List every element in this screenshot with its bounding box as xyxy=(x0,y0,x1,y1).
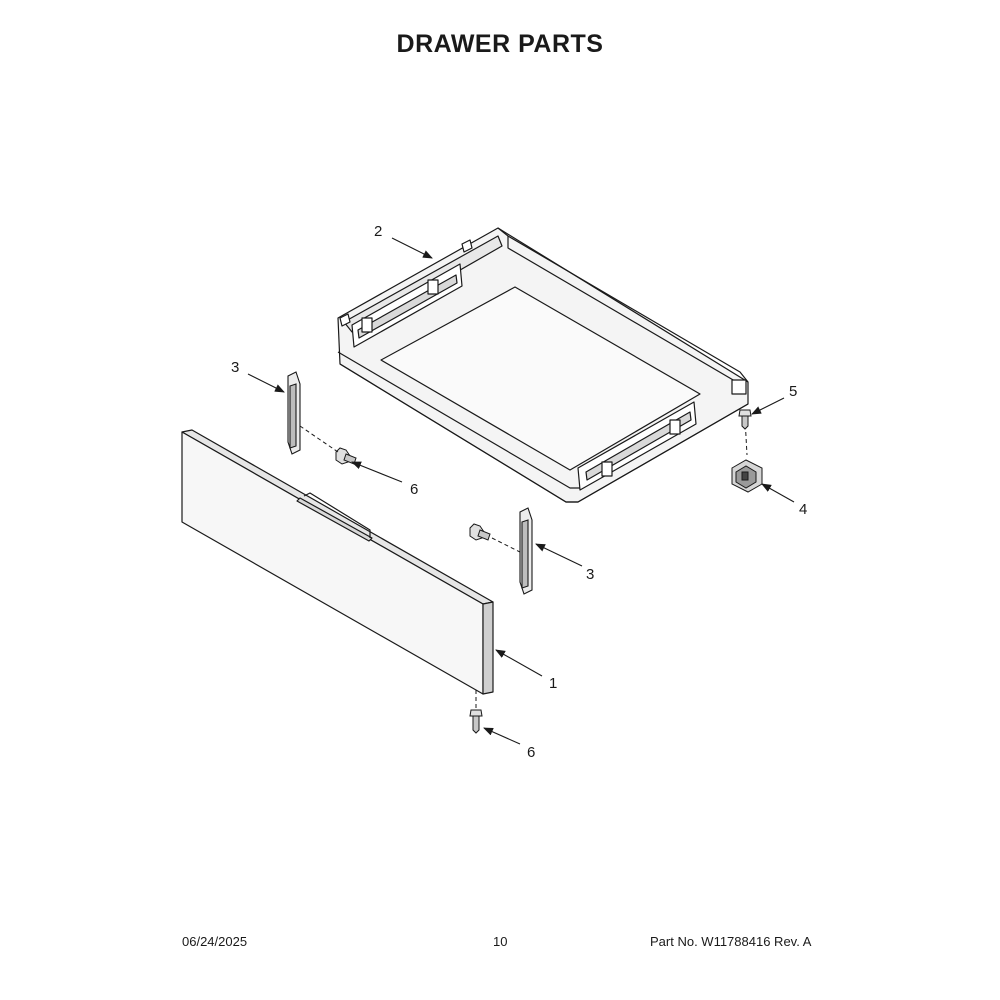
upper-screw xyxy=(335,447,357,465)
footer-date: 06/24/2025 xyxy=(182,934,248,949)
right-slide-bracket xyxy=(519,507,533,595)
callout-label-drawer-front-panel: 1 xyxy=(549,675,557,692)
middle-screw xyxy=(469,523,491,541)
callout-label-bottom-screw: 6 xyxy=(527,744,535,761)
callout-label-glide-clip: 4 xyxy=(799,501,807,518)
bottom-screw xyxy=(469,709,483,734)
footer-page-number: 10 xyxy=(493,934,508,949)
page-title: DRAWER PARTS xyxy=(396,30,604,58)
footer-part-number: Part No. W11788416 Rev. A xyxy=(650,934,812,949)
clip-screw xyxy=(738,409,752,430)
drawer-body xyxy=(337,227,749,503)
glide-clip xyxy=(731,459,763,493)
callout-label-upper-screw: 6 xyxy=(410,481,418,498)
callout-label-right-slide-bracket: 3 xyxy=(586,566,594,583)
callout-label-left-slide-bracket: 3 xyxy=(231,359,239,376)
callout-leaders xyxy=(247,237,795,745)
assembly-lines xyxy=(299,417,748,708)
left-slide-bracket xyxy=(287,371,301,455)
callout-label-drawer-body: 2 xyxy=(374,223,382,240)
drawer-front-panel xyxy=(181,429,494,695)
callout-label-clip-screw: 5 xyxy=(789,383,797,400)
